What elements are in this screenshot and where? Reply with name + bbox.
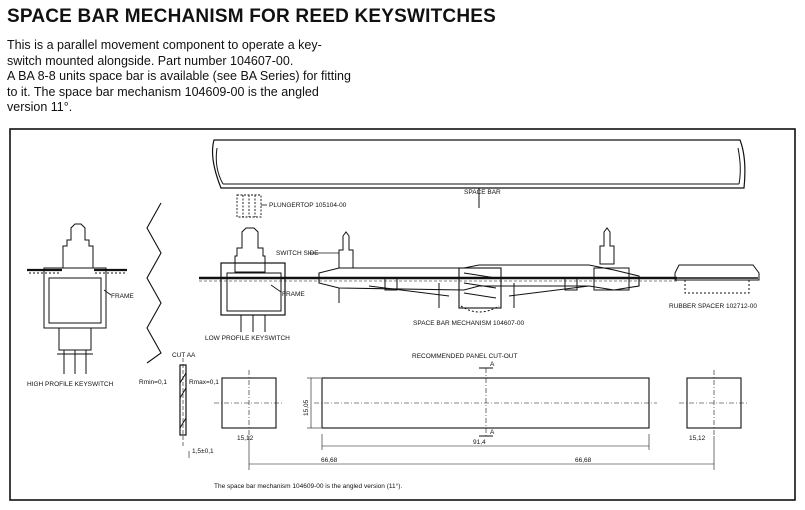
plungertop-drawing: [236, 194, 262, 218]
section-a-top: A: [490, 361, 495, 368]
rubber-spacer-label: RUBBER SPACER 102712-00: [669, 303, 757, 310]
panel-cutout-label: RECOMMENDED PANEL CUT-OUT: [412, 353, 517, 360]
space-bar-mechanism-drawing: [318, 227, 640, 313]
intro-line: This is a parallel movement component to…: [7, 38, 322, 52]
dim-height: 15,05: [303, 399, 310, 416]
low-profile-label: LOW PROFILE KEYSWITCH: [205, 335, 290, 342]
drawing-border: [9, 128, 796, 501]
intro-line: to it. The space bar mechanism 104609-00…: [7, 84, 319, 99]
intro-line: A BA 8-8 units space bar is available (s…: [7, 69, 351, 83]
rubber-spacer-drawing: [674, 264, 760, 294]
dim-left-pitch: 66,68: [321, 457, 338, 464]
break-line: [146, 202, 162, 364]
switch-side-label: SWITCH SIDE: [276, 250, 319, 257]
mechanism-label: SPACE BAR MECHANISM 104607-00: [413, 320, 525, 327]
high-profile-label: HIGH PROFILE KEYSWITCH: [27, 381, 114, 388]
space-bar-drawing: [211, 139, 746, 208]
frame-label-middle: FRAME: [282, 291, 305, 298]
dim-right-pitch: 66,68: [575, 457, 592, 464]
dim-square-left: 15,12: [237, 435, 254, 442]
technical-drawing: SPACE BAR PLUNGERTOP 105104-00 FRAME HIG…: [9, 128, 796, 501]
rmax-label: Rmax=0,1: [189, 379, 219, 386]
dim-length: 91,4: [473, 439, 486, 446]
low-profile-keyswitch-drawing: [220, 227, 286, 332]
high-profile-keyswitch-drawing: [27, 223, 127, 374]
intro-text: This is a parallel movement component to…: [7, 38, 367, 116]
frame-label-left: FRAME: [111, 293, 134, 300]
space-bar-label: SPACE BAR: [464, 189, 501, 196]
thickness-label: 1,5±0,1: [192, 448, 214, 455]
plungertop-label: PLUNGERTOP 105104-00: [269, 202, 347, 209]
dim-square-right: 15,12: [689, 435, 706, 442]
intro-line: version 11°.: [7, 100, 73, 114]
page-title: SPACE BAR MECHANISM FOR REED KEYSWITCHES: [7, 6, 497, 27]
drawing-footnote: The space bar mechanism 104609-00 is the…: [214, 482, 402, 490]
section-a-bottom: A: [490, 429, 495, 436]
cut-aa-label: CUT AA: [172, 352, 196, 359]
rmin-label: Rmin=0,1: [139, 379, 167, 386]
cut-aa-drawing: [179, 358, 187, 446]
panel-cutout-drawing: [214, 367, 749, 470]
intro-line: switch mounted alongside. Part number 10…: [7, 53, 294, 68]
